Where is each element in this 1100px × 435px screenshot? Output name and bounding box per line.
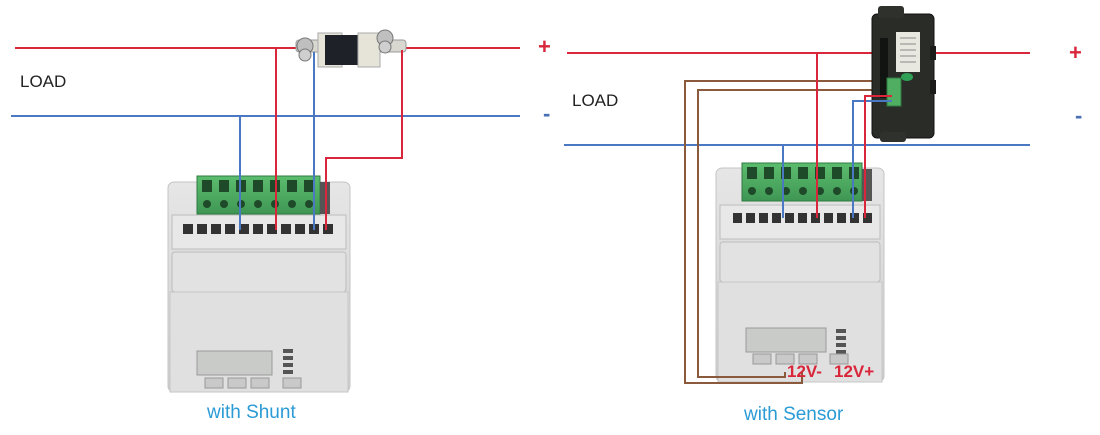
- caption-with-sensor: with Sensor: [744, 404, 844, 425]
- meter-left: [167, 175, 351, 393]
- meter-button: [282, 377, 302, 389]
- meter-button: [775, 353, 795, 365]
- supply-plus-label: 12V+: [834, 362, 875, 381]
- meter-button: [798, 353, 818, 365]
- lcd-display-left: [196, 350, 273, 376]
- meter-button: [250, 377, 270, 389]
- positive-terminal-label-right: +: [1069, 40, 1082, 65]
- meter-button: [752, 353, 772, 365]
- meter-button: [829, 353, 849, 365]
- negative-terminal-label-left: -: [543, 101, 551, 126]
- wire-sensor-signal-pos: [864, 95, 892, 218]
- caption-with-shunt: with Shunt: [207, 402, 296, 423]
- green-terminal-block-left: [196, 175, 330, 215]
- meter-button: [227, 377, 247, 389]
- left-panel: [11, 29, 520, 393]
- negative-terminal-label-right: -: [1075, 103, 1083, 128]
- supply-minus-label: 12V-: [787, 362, 822, 381]
- positive-terminal-label-left: +: [538, 34, 551, 59]
- wire-shunt-out-left: [325, 50, 403, 230]
- wire-12v-plus: [684, 80, 880, 384]
- wire-sensor-signal-neg: [852, 100, 892, 218]
- hall-sensor-icon: [871, 6, 936, 142]
- screw-terminals: [733, 213, 872, 223]
- lcd-display-right: [745, 327, 827, 353]
- meter-right: [715, 162, 885, 383]
- wire-12v-minus: [697, 89, 880, 378]
- shunt-icon: [295, 29, 407, 68]
- right-panel: [564, 6, 1030, 384]
- load-label-right: LOAD: [572, 91, 619, 110]
- load-label-left: LOAD: [20, 72, 67, 91]
- meter-button: [204, 377, 224, 389]
- screw-terminals: [183, 224, 333, 234]
